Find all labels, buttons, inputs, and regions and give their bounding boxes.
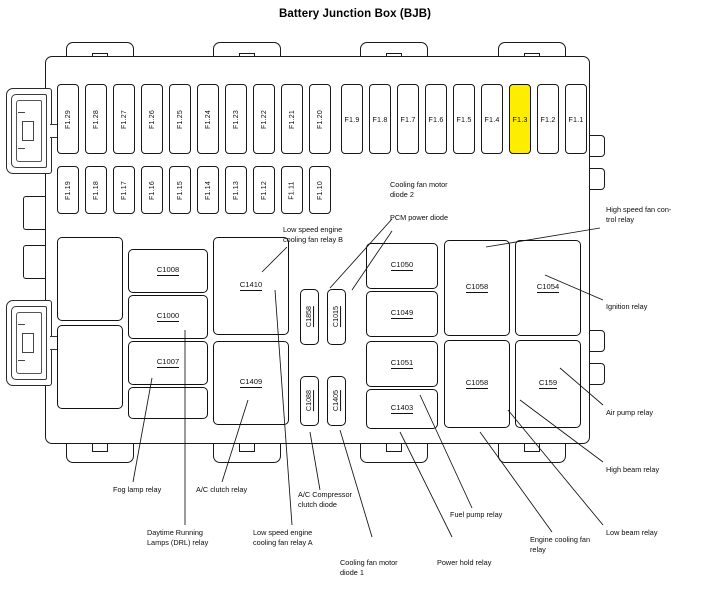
fuse-F1.14[interactable]: F1.14 [197,166,219,214]
fuse-F1.26[interactable]: F1.26 [141,84,163,154]
housing-tab-right-2 [589,168,605,190]
block-C1049[interactable]: C1049 [366,291,438,337]
fuse-F1.22[interactable]: F1.22 [253,84,275,154]
fuse-F1.27[interactable]: F1.27 [113,84,135,154]
housing-tab-bottom-2 [213,443,281,463]
plug-shell-core [16,312,42,374]
plug-shell [6,300,52,386]
callout-high-beam-relay: High beam relay [606,465,660,474]
block-C1858[interactable]: C1858 [300,289,319,345]
left-connector-plug-upper [6,88,61,174]
block-C1015[interactable]: C1015 [327,289,346,345]
plug-shell-core [16,100,42,162]
block-C1054[interactable]: C1054 [515,240,581,336]
plug-rib [18,324,25,326]
fuse-F1.19[interactable]: F1.19 [57,166,79,214]
callout-ac-clutch-relay: A/C clutch relay [196,485,248,494]
callout-fuel-pump-relay: Fuel pump relay [450,510,503,519]
tab-notch [524,443,540,452]
plug-rib [18,360,25,362]
fuse-F1.12[interactable]: F1.12 [253,166,275,214]
block-C1000[interactable]: C1000 [128,295,208,339]
block-C1405[interactable]: C1405 [327,376,346,426]
fuse-F1.11[interactable]: F1.11 [281,166,303,214]
callout-drl-relay: Daytime Running Lamps (DRL) relay [147,528,209,547]
fuse-F1.21[interactable]: F1.21 [281,84,303,154]
tab-notch [386,443,402,452]
fuse-F1.24[interactable]: F1.24 [197,84,219,154]
fuse-F1.10[interactable]: F1.10 [309,166,331,214]
fuse-F1.6[interactable]: F1.6 [425,84,447,154]
housing-tab-left-1 [23,196,45,230]
callout-fog-lamp-relay: Fog lamp relay [113,485,162,494]
plug-shell-inner [11,306,47,380]
fuse-F1.29[interactable]: F1.29 [57,84,79,154]
callout-cooling-fan-motor-diode-2: Cooling fan motor diode 2 [390,180,448,199]
callout-low-speed-fan-relay-a: Low speed engine cooling fan relay A [253,528,313,547]
fuse-F1.18[interactable]: F1.18 [85,166,107,214]
block-C1410[interactable]: C1410 [213,237,289,335]
fuse-F1.4[interactable]: F1.4 [481,84,503,154]
block-C159[interactable]: C159 [515,340,581,428]
housing-tab-right-4 [589,363,605,385]
plug-shell-inner [11,94,47,168]
callout-pcm-power-diode: PCM power diode [390,213,448,222]
block-C1058-upper[interactable]: C1058 [444,240,510,336]
block-left-upper-blank[interactable] [57,237,123,321]
block-left-bottom-blank[interactable] [128,387,208,419]
block-C1058-lower[interactable]: C1058 [444,340,510,428]
block-left-lower-blank[interactable] [57,325,123,409]
block-C1409[interactable]: C1409 [213,341,289,425]
fuse-F1.3[interactable]: F1.3 [509,84,531,154]
callout-low-beam-relay: Low beam relay [606,528,658,537]
callout-ac-compressor-clutch-diode: A/C Compressor clutch diode [298,490,352,509]
plug-keyway [22,333,34,353]
housing-tab-bottom-4 [498,443,566,463]
block-C1008[interactable]: C1008 [128,249,208,293]
block-C1051[interactable]: C1051 [366,341,438,387]
plug-rib [18,112,25,114]
plug-keyway [22,121,34,141]
tab-notch [239,443,255,452]
block-C1403[interactable]: C1403 [366,389,438,429]
fuse-F1.13[interactable]: F1.13 [225,166,247,214]
housing-tab-bottom-1 [66,443,134,463]
housing-tab-left-2 [23,245,45,279]
block-C1050[interactable]: C1050 [366,243,438,289]
callout-high-speed-fan-control-relay: High speed fan con- trol relay [606,205,672,224]
callout-cooling-fan-motor-diode-1: Cooling fan motor diode 1 [340,558,398,577]
plug-rib [18,148,25,150]
diagram-title: Battery Junction Box (BJB) [278,8,432,20]
left-connector-plug-lower [6,300,61,386]
plug-shell [6,88,52,174]
housing-tab-bottom-3 [360,443,428,463]
callout-ignition-relay: Ignition relay [606,302,648,311]
callout-power-hold-relay: Power hold relay [437,558,492,567]
fuse-F1.23[interactable]: F1.23 [225,84,247,154]
fuse-F1.25[interactable]: F1.25 [169,84,191,154]
block-C1088[interactable]: C1088 [300,376,319,426]
fuse-F1.7[interactable]: F1.7 [397,84,419,154]
fuse-F1.2[interactable]: F1.2 [537,84,559,154]
fuse-F1.9[interactable]: F1.9 [341,84,363,154]
fuse-F1.8[interactable]: F1.8 [369,84,391,154]
fuse-F1.15[interactable]: F1.15 [169,166,191,214]
block-C1007[interactable]: C1007 [128,341,208,385]
fuse-F1.16[interactable]: F1.16 [141,166,163,214]
fuse-F1.5[interactable]: F1.5 [453,84,475,154]
fuse-F1.1[interactable]: F1.1 [565,84,587,154]
callout-air-pump-relay: Air pump relay [606,408,654,417]
housing-tab-right-3 [589,330,605,352]
tab-notch [92,443,108,452]
housing-tab-right-1 [589,135,605,157]
callout-low-speed-fan-relay-b: Low speed engine cooling fan relay B [283,225,344,244]
fuse-F1.20[interactable]: F1.20 [309,84,331,154]
fuse-F1.17[interactable]: F1.17 [113,166,135,214]
callout-engine-cooling-fan-relay: Engine cooling fan relay [530,535,591,554]
fuse-F1.28[interactable]: F1.28 [85,84,107,154]
